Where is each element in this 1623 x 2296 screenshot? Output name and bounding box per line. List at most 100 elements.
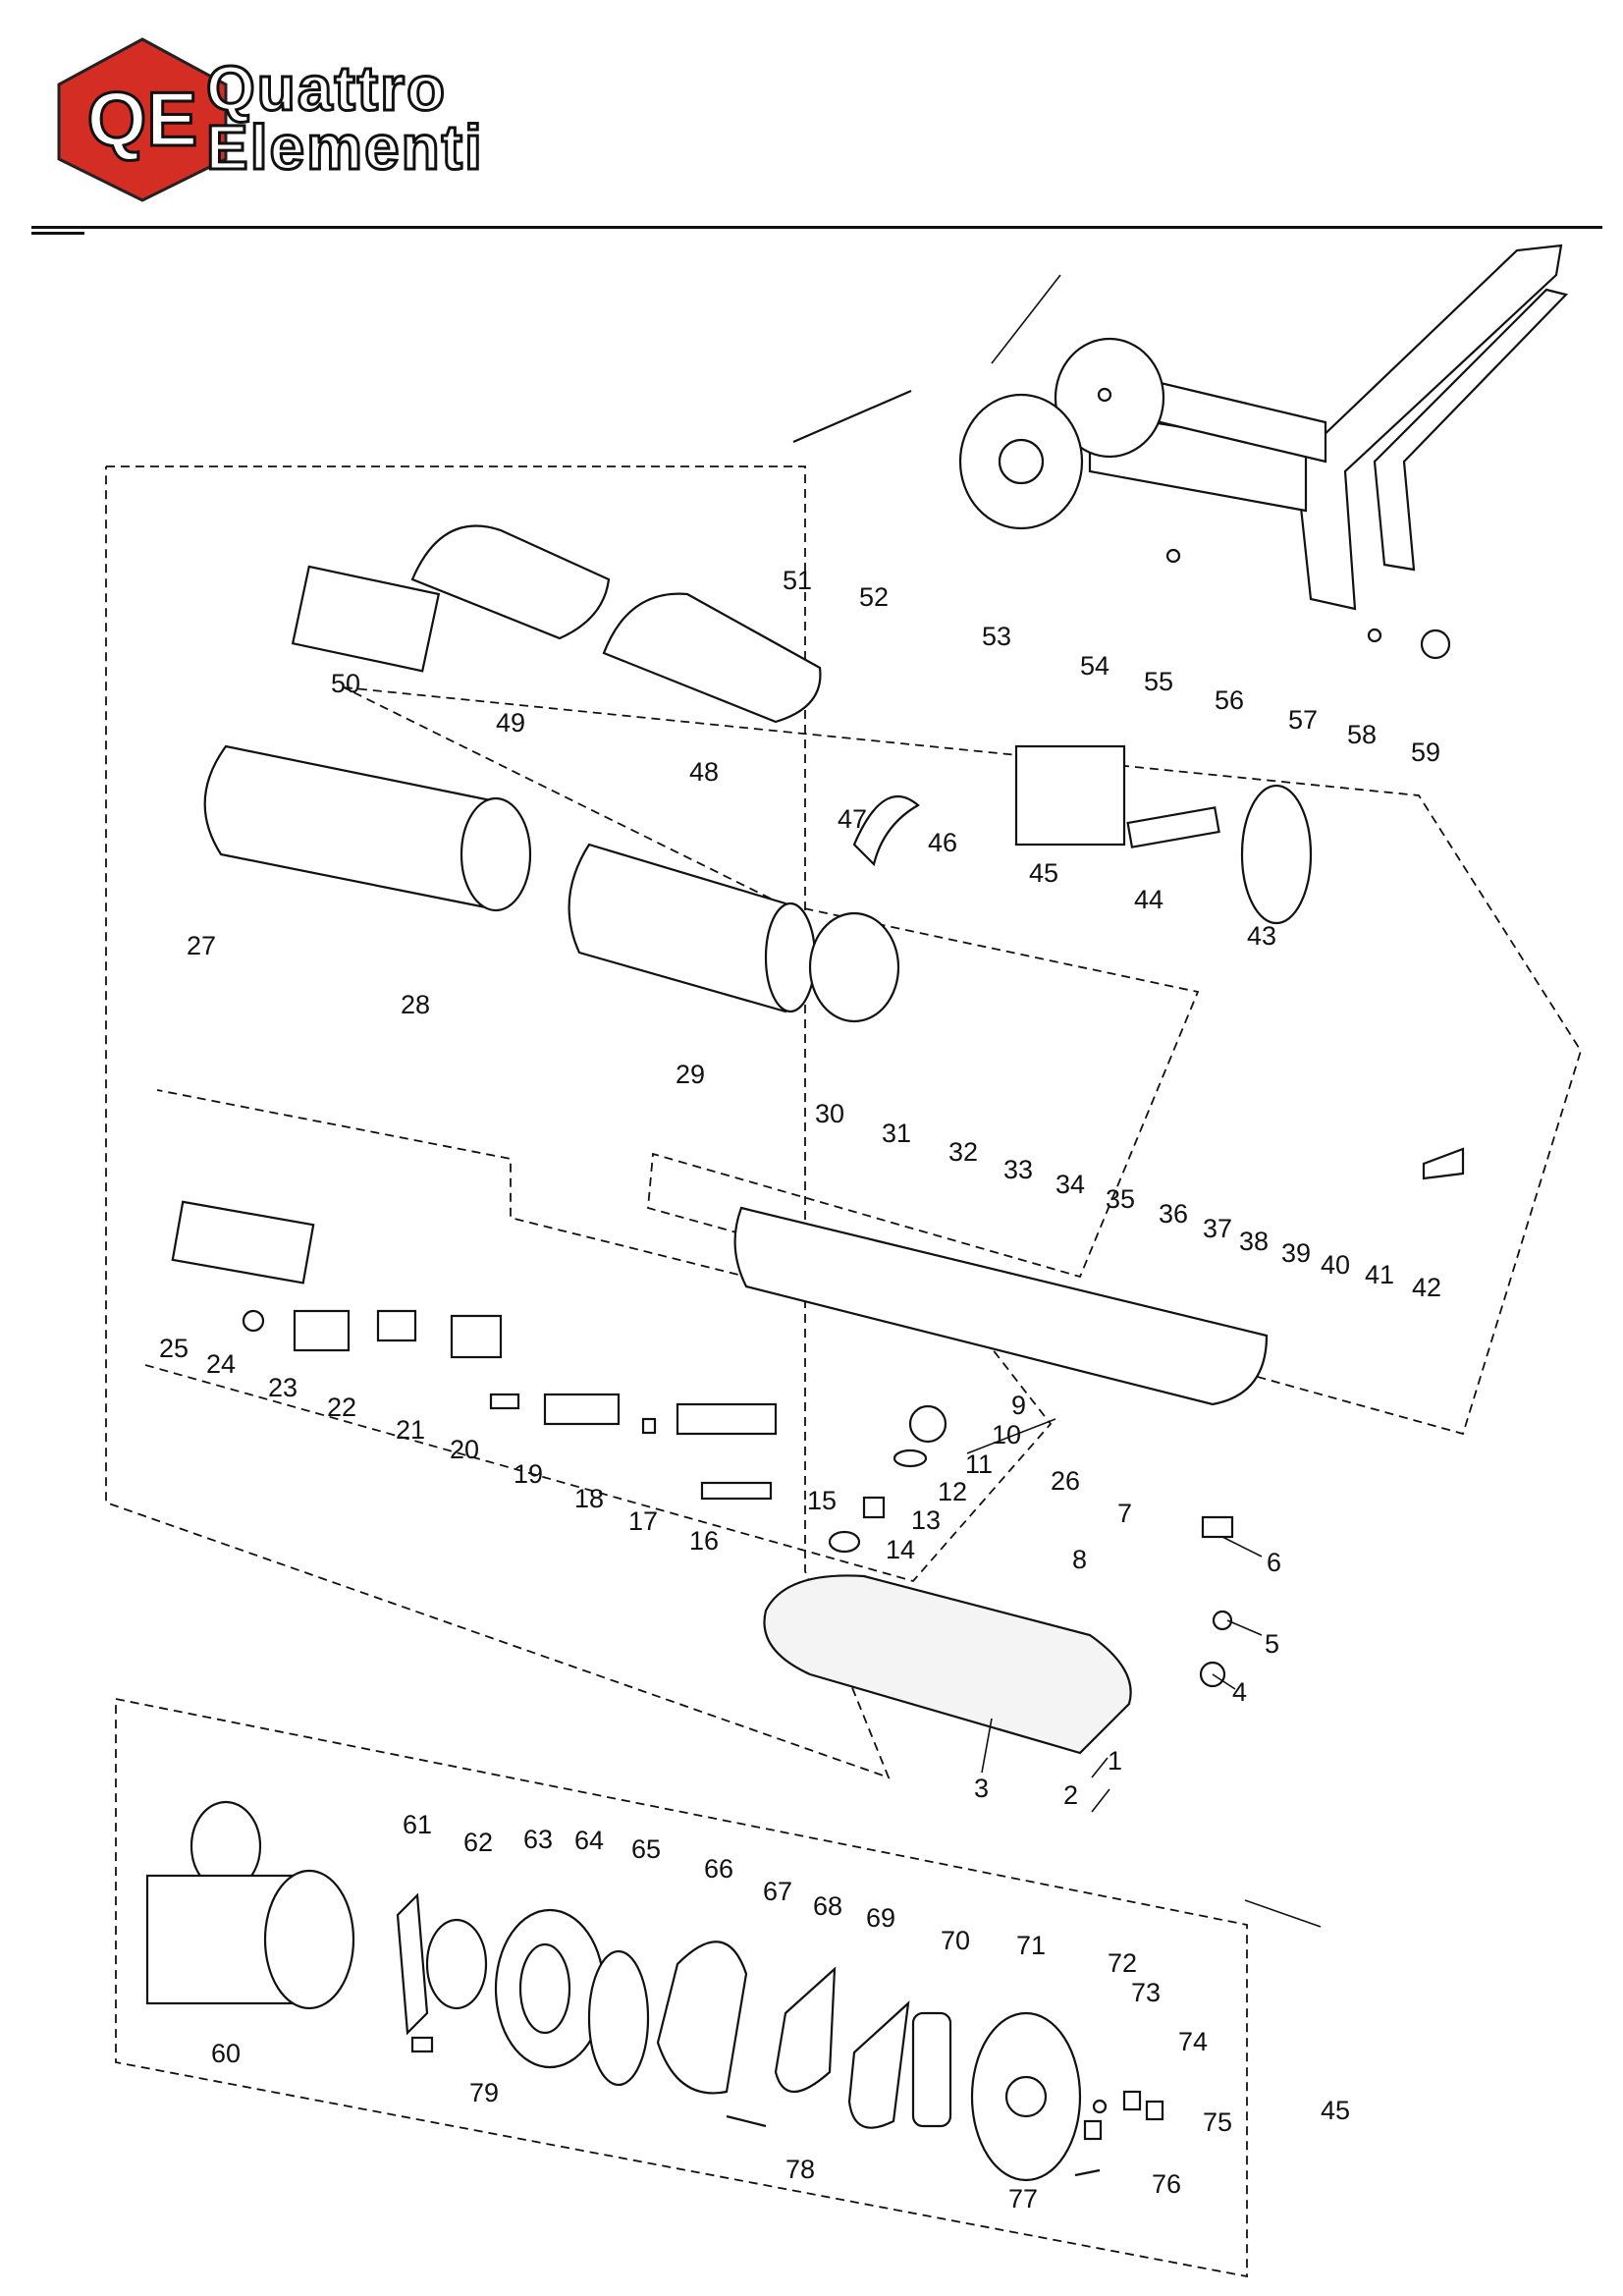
ring-64-inner [518,1942,571,2035]
callout-63: 63 [523,1825,553,1854]
top-covers [291,524,822,724]
top-guard-48 [602,592,822,724]
outer-shell-end [460,796,532,912]
callout-53: 53 [982,622,1011,651]
callout-64: 64 [574,1826,604,1855]
terminal-18 [641,1417,657,1435]
rotor-63 [425,1918,488,2010]
bracket-16 [700,1481,773,1501]
fitting-74 [1122,2090,1142,2111]
callout-19: 19 [514,1459,543,1489]
callout-71: 71 [1016,1931,1046,1960]
callout-56: 56 [1215,685,1244,715]
callout-12: 12 [938,1477,967,1506]
knob-24 [242,1309,265,1333]
axle-51 [792,389,912,444]
callout-14: 14 [886,1535,915,1564]
callout-30: 30 [815,1099,844,1128]
callout-54: 54 [1080,651,1109,681]
pump-motor-45 [1014,744,1126,847]
callout-9: 9 [1011,1391,1026,1420]
callout-66: 66 [704,1854,733,1884]
gasket-69 [774,1966,837,2094]
leader-lines [966,274,1322,1928]
cap-5 [1212,1610,1233,1631]
motor-end-cap [263,1869,355,2010]
bracket-42 [1422,1147,1465,1180]
leader-2 [1091,1788,1110,1813]
leader-26 [966,1418,1056,1454]
callout-1: 1 [1108,1746,1122,1776]
logo-letters: QE [87,76,198,162]
nut-54 [1097,387,1112,403]
upper-assembly-outline [343,686,1582,1436]
handle-frame [1088,244,1569,611]
callout-73: 73 [1131,1978,1161,2007]
callout-44: 44 [1134,885,1163,914]
callout-21: 21 [396,1415,425,1445]
callout-37: 37 [1203,1214,1232,1243]
switch-plate-23 [293,1309,351,1352]
brand-name-line2: Elementi [205,112,484,183]
callout-68: 68 [813,1891,842,1921]
ignition-box-19 [543,1393,621,1426]
small-parts [171,387,1465,1688]
fitting-75 [1145,2100,1164,2121]
callout-50: 50 [331,669,360,698]
callout-22: 22 [327,1393,356,1422]
fuel-tank-3 [763,1574,1132,1755]
burner-head-30 [808,911,900,1023]
fan-blade-47 [852,794,920,867]
callout-28: 28 [401,990,430,1019]
mounting-plate-44 [1126,806,1220,848]
top-guard-49 [410,524,611,640]
thermostat-6 [1201,1515,1234,1539]
motor-exploded-group [145,1800,1164,2182]
callout-26: 26 [1051,1466,1080,1496]
washer-55 [1165,548,1181,564]
callout-75: 75 [1203,2107,1232,2137]
callout-41: 41 [1365,1260,1394,1289]
plate-66 [587,1949,650,2087]
callout-76: 76 [1152,2169,1181,2199]
brand-name-line1: Quattro [204,53,448,124]
cylinders [203,744,900,1023]
filter-cap-10 [908,1404,947,1444]
burner-components-outline [144,1089,1053,1583]
lower-shell-26 [733,1206,1269,1406]
callout-74: 74 [1178,2027,1208,2056]
callout-33: 33 [1003,1155,1033,1184]
screw-78 [726,2114,767,2128]
motor-assembly-outline [115,1698,1248,2278]
callout-59: 59 [1411,738,1440,767]
key-79 [410,2036,434,2053]
callout-79: 79 [469,2078,499,2107]
handle-bar-inner [1373,288,1569,572]
callout-55: 55 [1144,667,1173,696]
cover-70 [847,2000,910,2129]
callout-49: 49 [496,708,525,738]
pcb-22 [376,1309,417,1342]
control-board-17 [676,1402,778,1436]
callout-67: 67 [763,1877,792,1906]
callout-6: 6 [1267,1548,1281,1577]
pump-body-67 [656,1941,748,2095]
callout-45: 45 [1029,858,1058,888]
callout-58: 58 [1347,720,1377,749]
fan-guard-43 [1240,784,1313,925]
callout-3: 3 [974,1774,989,1803]
callout-61: 61 [403,1810,432,1839]
cap-59 [1420,629,1451,660]
callout-39: 39 [1281,1238,1311,1268]
callout-70: 70 [941,1926,970,1955]
callout-16: 16 [689,1526,719,1556]
leader-5 [1226,1619,1263,1636]
callout-7: 7 [1117,1499,1132,1528]
callout-48: 48 [689,757,719,787]
logo-hexagon [57,37,228,202]
callout-47: 47 [838,804,867,834]
leader-6 [1221,1536,1263,1558]
leader-4 [1212,1673,1236,1690]
end-plate-61 [396,1892,429,2036]
callout-43: 43 [1247,921,1276,951]
